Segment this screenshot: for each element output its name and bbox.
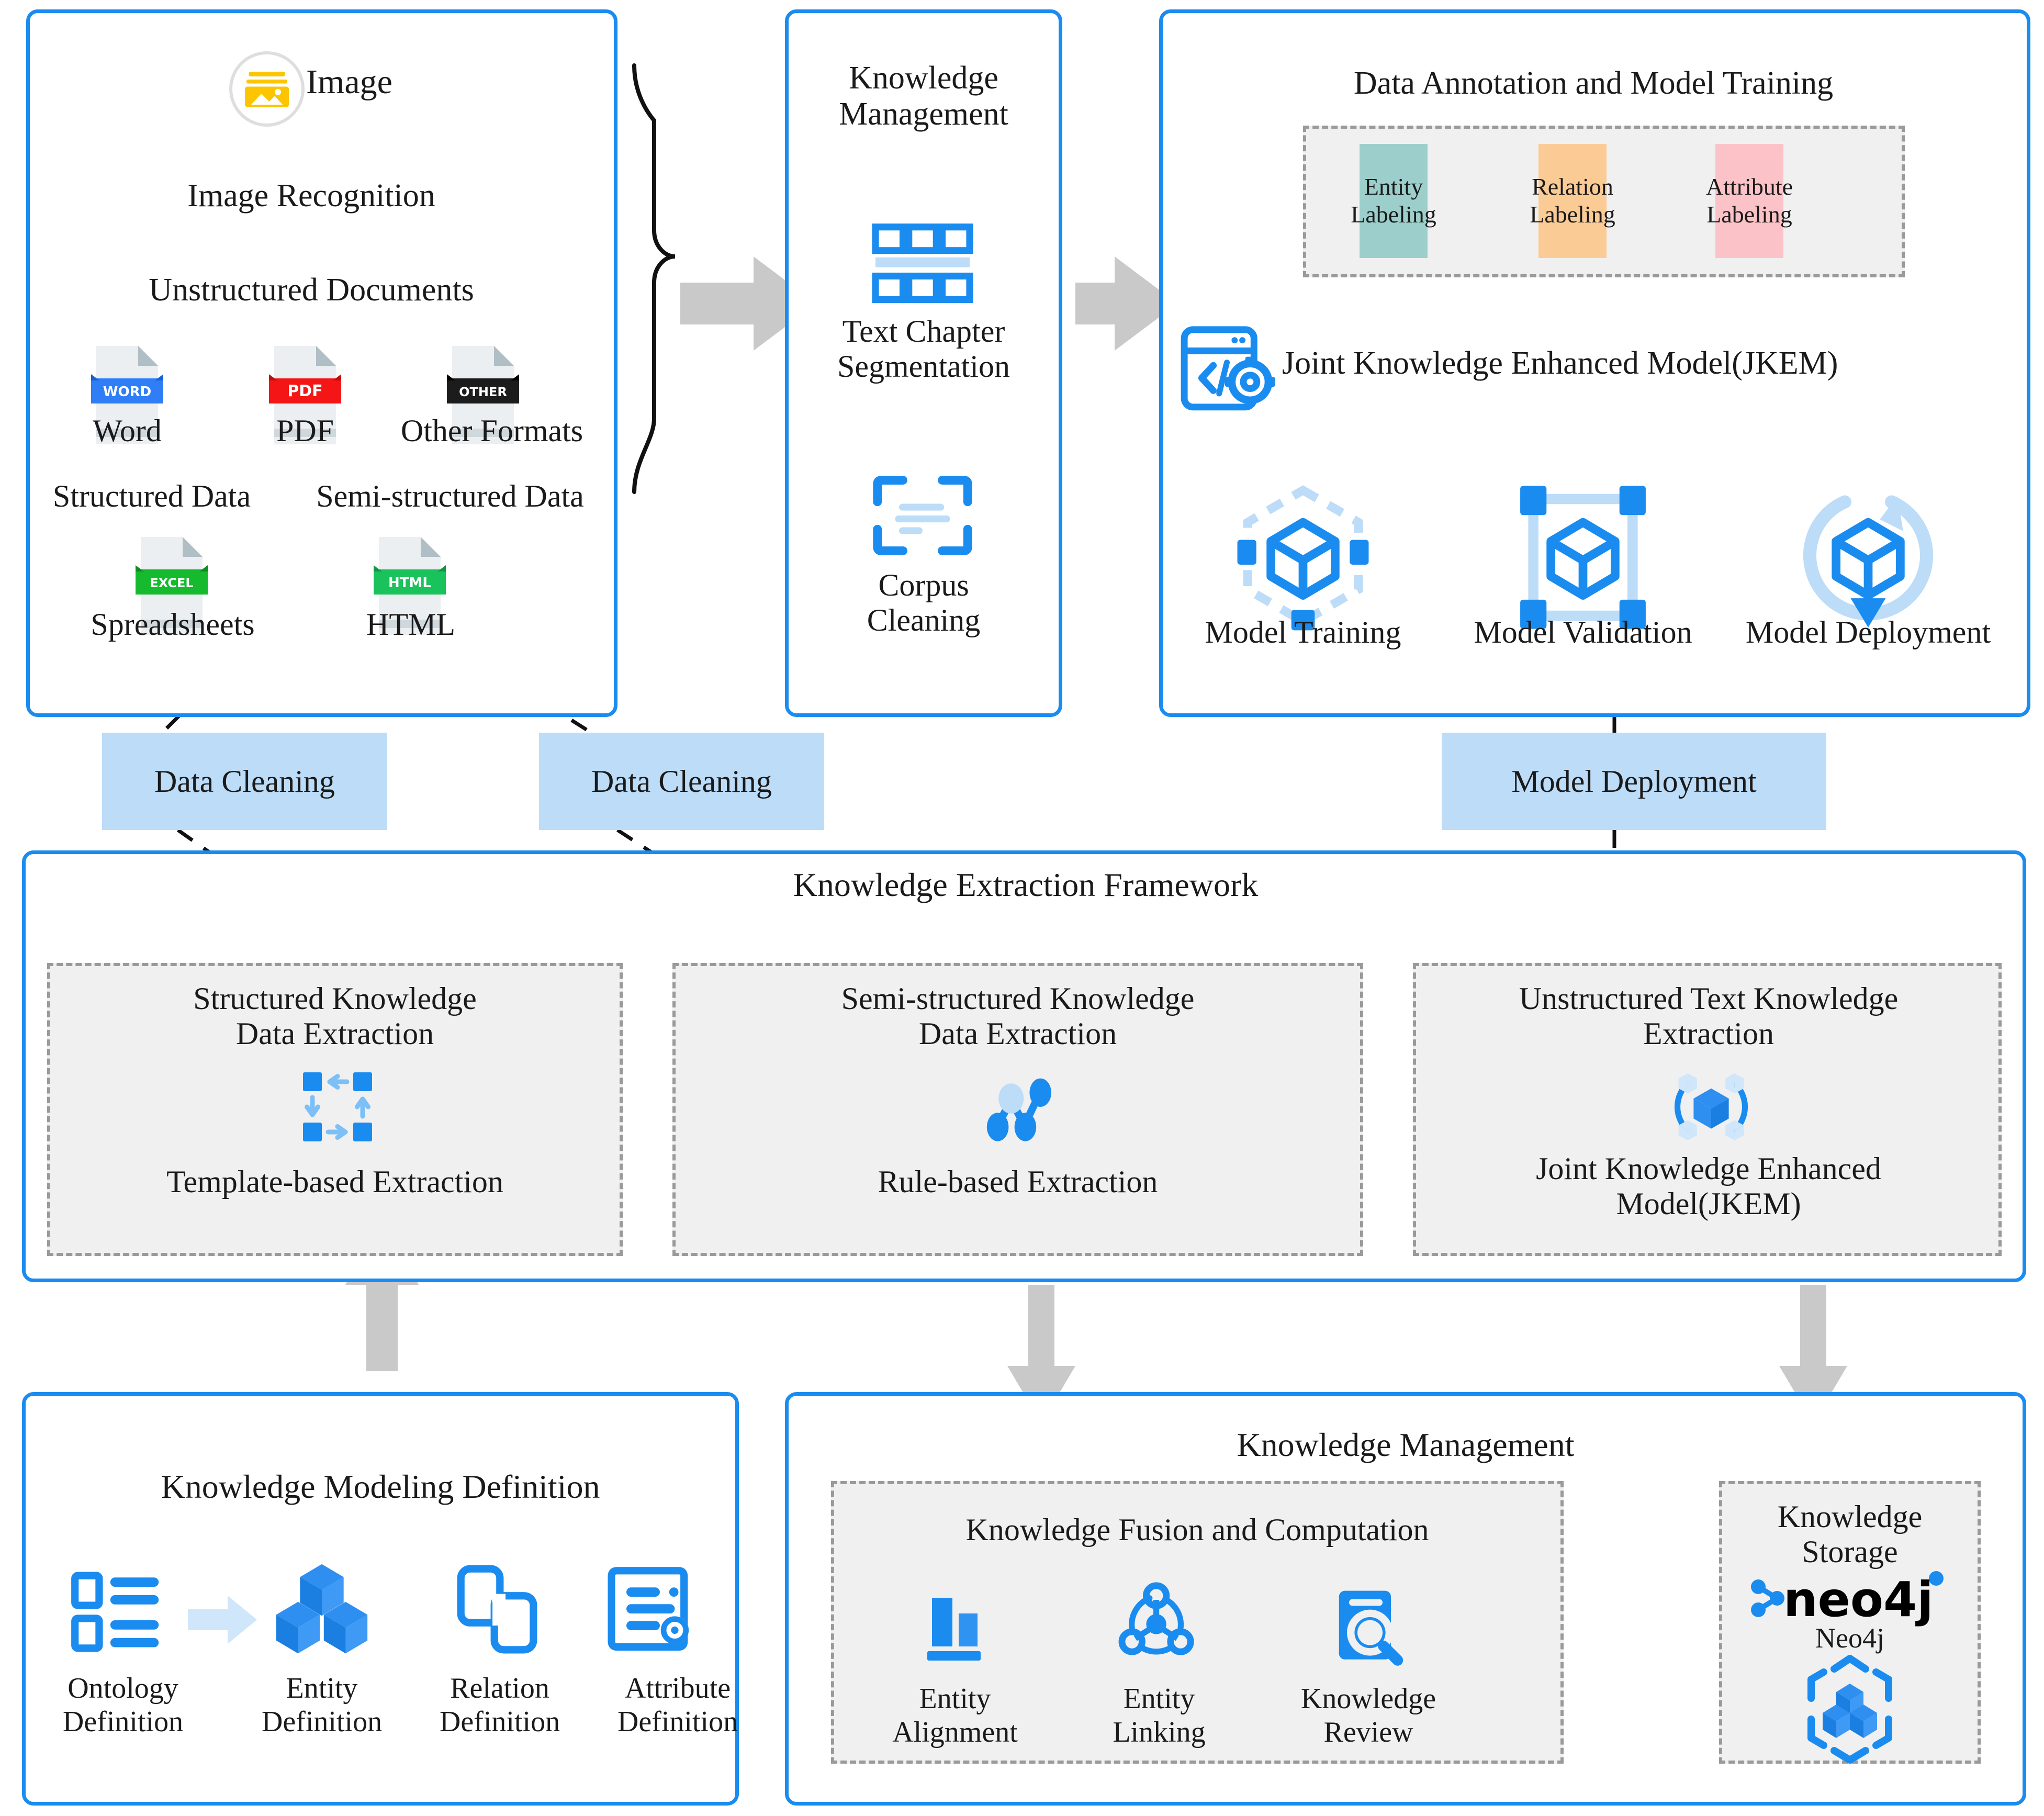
other-file-icon: OTHER — [444, 343, 522, 447]
data-cleaning-box-2: Data Cleaning — [539, 733, 824, 830]
data-cleaning-box-1: Data Cleaning — [102, 733, 387, 830]
semi-structured-extraction-title: Semi-structured Knowledge Data Extractio… — [841, 981, 1195, 1051]
structured-extraction-card — [47, 963, 623, 1256]
model-validation-icon — [1510, 481, 1656, 633]
attribute-labeling-box: Attribute Labeling — [1706, 144, 1793, 258]
knowledge-review-search-icon — [1324, 1586, 1408, 1669]
ontology-definition-label: Ontology Definition — [62, 1672, 184, 1738]
storage-cube-icon — [1792, 1655, 1907, 1764]
entity-alignment-label: Entity Alignment — [892, 1683, 1018, 1748]
corpus-cleaning-label: Corpus Cleaning — [867, 568, 981, 638]
knowledge-management-title: Knowledge Management — [839, 60, 1008, 132]
entity-linking-nodes-icon — [1114, 1582, 1197, 1667]
text-chapter-segmentation-icon — [872, 223, 973, 304]
svg-text:PDF: PDF — [287, 382, 322, 400]
template-extraction-icon — [298, 1068, 377, 1146]
image-recognition-label: Image Recognition — [187, 178, 435, 214]
semi-structured-data-label: Semi-structured Data — [316, 479, 584, 513]
relation-link-icon — [455, 1565, 539, 1654]
corpus-cleaning-icon — [873, 476, 972, 555]
word-file-icon: WORD — [88, 343, 166, 447]
knowledge-fusion-title: Knowledge Fusion and Computation — [965, 1512, 1429, 1547]
rule-extraction-graph-icon — [976, 1065, 1060, 1149]
html-file-icon: HTML — [370, 534, 449, 638]
svg-text:HTML: HTML — [388, 575, 431, 591]
knowledge-management-panel — [785, 9, 1062, 717]
model-deployment-stage-label: Model Deployment — [1745, 615, 1991, 649]
entity-definition-label: Entity Definition — [261, 1672, 383, 1738]
jkem-method-label: Joint Knowledge Enhanced Model(JKEM) — [1536, 1151, 1881, 1221]
model-deployment-icon — [1795, 481, 1941, 633]
knowledge-fusion-card — [831, 1481, 1564, 1764]
neo4j-caption: Neo4j — [1815, 1622, 1884, 1654]
model-validation-label: Model Validation — [1474, 615, 1692, 649]
entity-labeling-box: Entity Labeling — [1351, 144, 1436, 258]
entity-alignment-bars-icon — [915, 1588, 993, 1667]
relation-definition-label: Relation Definition — [439, 1672, 560, 1738]
code-gear-icon — [1178, 322, 1275, 419]
svg-text:EXCEL: EXCEL — [150, 576, 193, 590]
unstructured-documents-label: Unstructured Documents — [149, 272, 474, 308]
template-based-extraction-label: Template-based Extraction — [166, 1164, 503, 1199]
pdf-label: PDF — [276, 413, 334, 448]
svg-text:WORD: WORD — [103, 384, 151, 400]
pdf-file-icon: PDF — [266, 343, 344, 447]
jkem-label: Joint Knowledge Enhanced Model(JKEM) — [1282, 345, 1838, 381]
structured-extraction-title: Structured Knowledge Data Extraction — [193, 981, 477, 1051]
ontology-to-entity-arrow-icon — [186, 1594, 259, 1646]
text-chapter-segmentation-label: Text Chapter Segmentation — [837, 314, 1010, 384]
spreadsheets-label: Spreadsheets — [91, 607, 255, 642]
bottom-knowledge-management-title: Knowledge Management — [1237, 1426, 1575, 1463]
entity-linking-label: Entity Linking — [1113, 1683, 1206, 1748]
relation-labeling-box: Relation Labeling — [1530, 144, 1615, 258]
unstructured-extraction-title: Unstructured Text Knowledge Extraction — [1519, 981, 1899, 1051]
other-formats-label: Other Formats — [400, 413, 583, 448]
rule-based-extraction-label: Rule-based Extraction — [878, 1164, 1158, 1199]
excel-file-icon: EXCEL — [132, 534, 211, 638]
svg-text:OTHER: OTHER — [459, 385, 507, 399]
model-training-label: Model Training — [1205, 615, 1401, 649]
image-icon — [228, 50, 306, 128]
model-training-icon — [1230, 481, 1376, 633]
ontology-list-icon — [71, 1570, 165, 1654]
html-label: HTML — [366, 607, 455, 642]
svg-text:neo4j: neo4j — [1783, 1572, 1934, 1628]
image-label: Image — [306, 63, 392, 101]
attribute-definition-label: Attribute Definition — [617, 1672, 738, 1738]
knowledge-review-label: Knowledge Review — [1300, 1683, 1436, 1748]
attribute-doc-icon — [608, 1565, 693, 1654]
extraction-framework-title: Knowledge Extraction Framework — [793, 866, 1259, 903]
structured-data-label: Structured Data — [52, 479, 251, 513]
word-label: Word — [93, 413, 162, 448]
knowledge-storage-title: Knowledge Storage — [1777, 1499, 1923, 1570]
entity-cubes-icon — [272, 1562, 372, 1656]
knowledge-modeling-title: Knowledge Modeling Definition — [161, 1468, 600, 1505]
neo4j-logo: neo4j — [1748, 1570, 1957, 1628]
jkem-cube-icon — [1669, 1065, 1753, 1149]
annotation-panel-title: Data Annotation and Model Training — [1353, 65, 1834, 101]
model-deployment-box: Model Deployment — [1442, 733, 1826, 830]
